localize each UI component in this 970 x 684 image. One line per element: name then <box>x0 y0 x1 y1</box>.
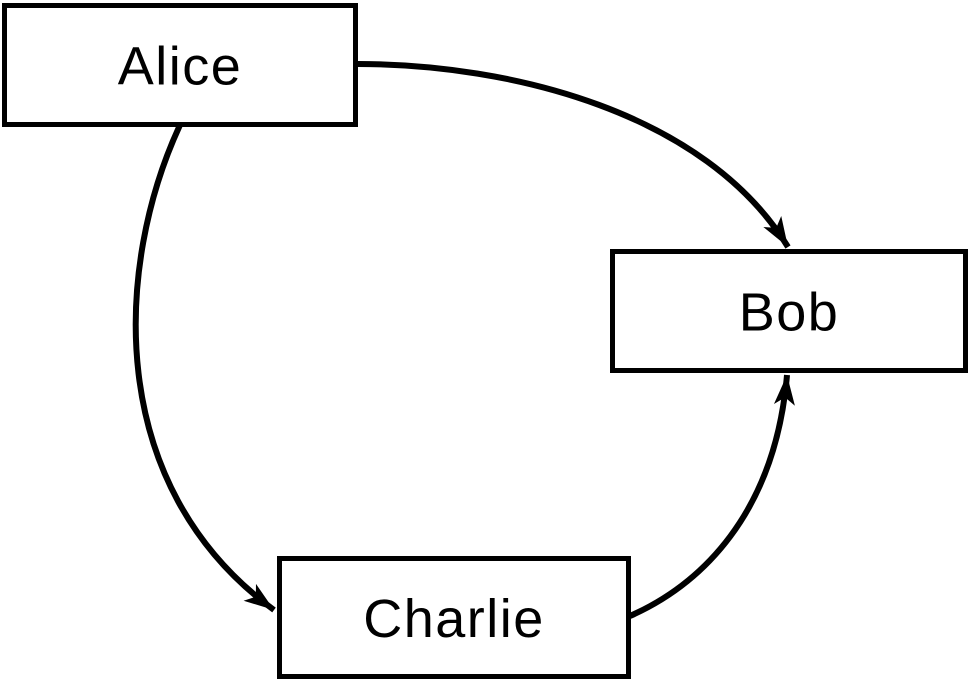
node-box-charlie <box>277 556 631 679</box>
node-label-bob: Bob <box>739 282 840 342</box>
node-alice: Alice <box>2 3 358 127</box>
edge-alice-bob <box>357 61 791 249</box>
node-charlie: Charlie <box>277 556 631 679</box>
edges-layer <box>132 61 795 619</box>
node-bob: Bob <box>610 249 968 373</box>
edge-charlie-bob <box>628 374 795 619</box>
node-label-charlie: Charlie <box>363 589 545 649</box>
node-box-bob <box>610 249 968 373</box>
edge-alice-charlie <box>132 123 276 613</box>
node-label-alice: Alice <box>118 36 243 96</box>
node-box-alice <box>2 3 358 127</box>
